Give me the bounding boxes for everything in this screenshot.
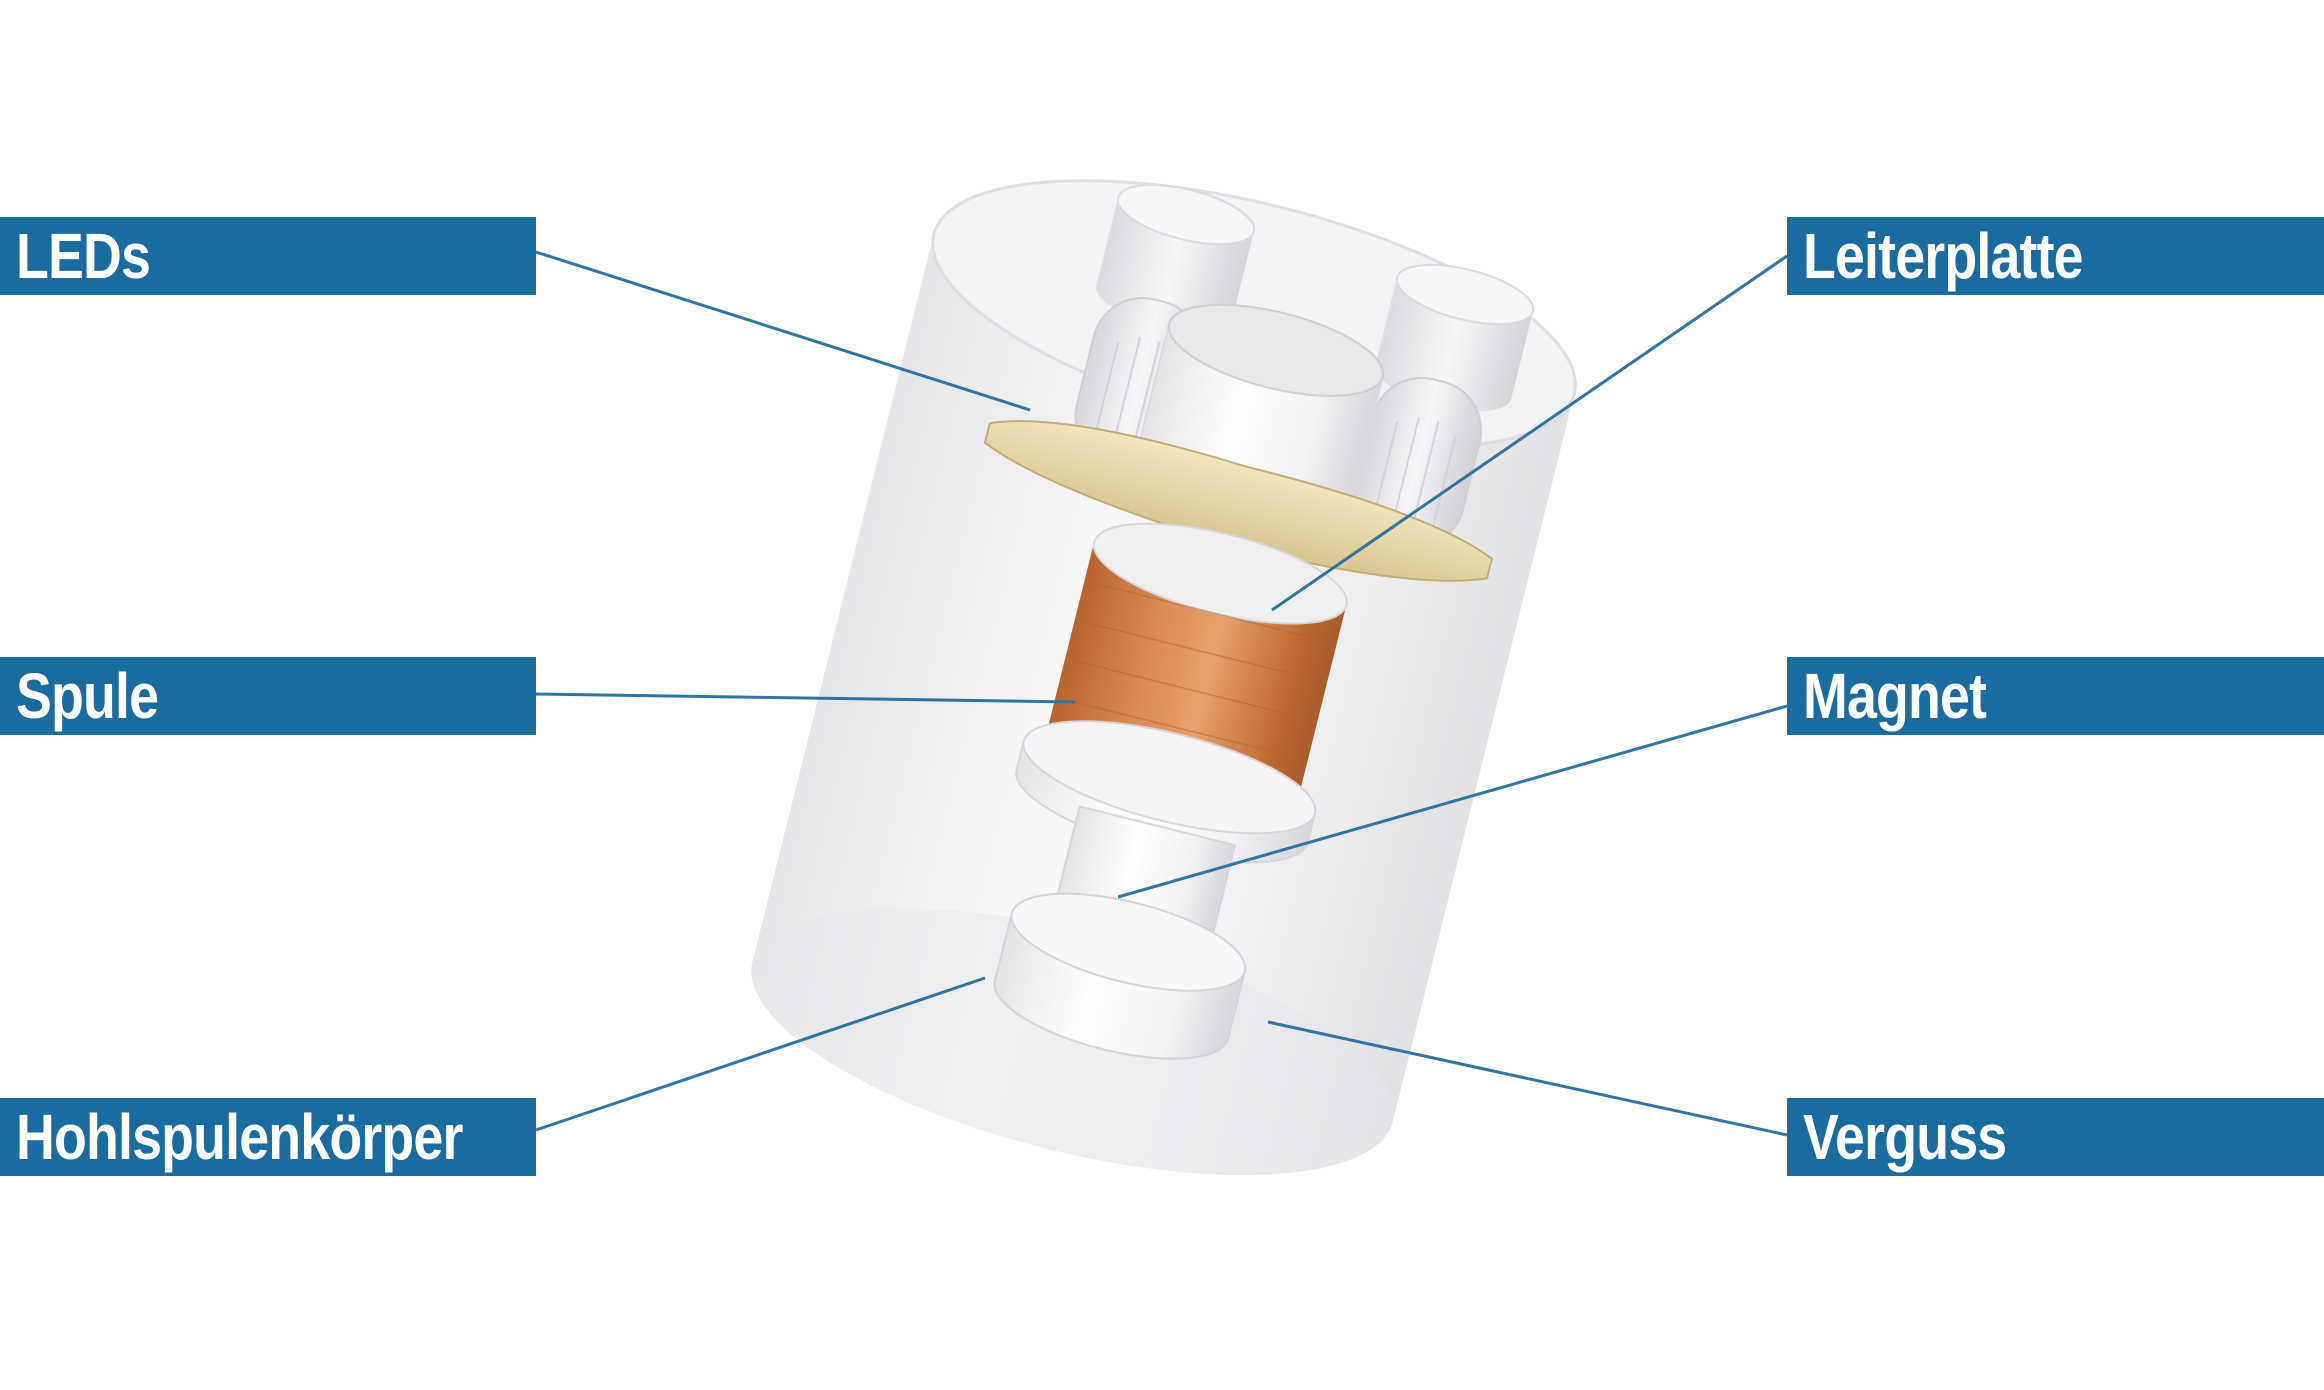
label-hohlspulenkoerper: Hohlspulenkörper [0,1098,536,1176]
label-leiterplatte-text: Leiterplatte [1803,220,2084,292]
leader-leds [535,250,1031,412]
label-leiterplatte: Leiterplatte [1787,217,2324,295]
bobbin-base [993,892,1247,1060]
device-group [751,179,1577,1176]
label-magnet: Magnet [1787,657,2324,735]
leader-hohlspulenkoerper [535,976,986,1132]
pcb [983,420,1494,582]
label-verguss-text: Verguss [1803,1101,2007,1173]
leader-magnet [1117,704,1788,899]
label-spule-text: Spule [16,660,159,732]
label-leds: LEDs [0,217,536,295]
label-leds-text: LEDs [16,220,151,292]
label-hohlspulenkoerper-text: Hohlspulenkörper [16,1101,463,1173]
led-bodies [1074,297,1483,550]
label-spule: Spule [0,657,536,735]
leader-verguss [1267,1020,1788,1137]
label-magnet-text: Magnet [1803,660,1987,732]
label-verguss: Verguss [1787,1098,2324,1176]
leader-spule [535,692,1076,704]
leader-leiterplatte [1271,254,1788,612]
